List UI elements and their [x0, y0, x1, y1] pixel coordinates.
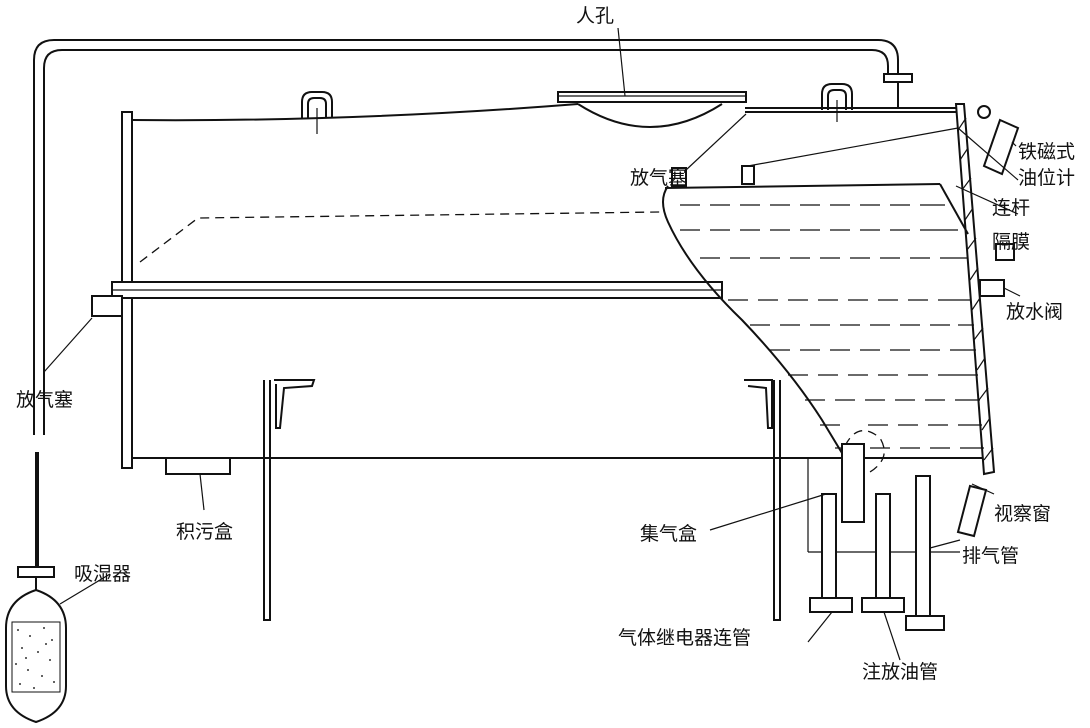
lifting-lugs [301, 83, 853, 134]
label-vent-plug-top: 放气塞 [630, 167, 687, 189]
diaphragm-oil [662, 127, 984, 459]
label-breather: 吸湿器 [74, 563, 131, 585]
label-sight-window: 视察窗 [994, 503, 1051, 525]
breather-pipe [33, 39, 913, 568]
manhole [557, 27, 747, 128]
label-oil-gauge-2: 油位计 [1018, 167, 1075, 189]
oil-fill-drain-pipe [861, 475, 945, 631]
leader-lines [43, 113, 1021, 661]
magnetic-oil-gauge [977, 105, 1020, 176]
label-diaphragm: 隔膜 [992, 231, 1030, 253]
sight-window [956, 484, 988, 538]
label-vent-plug-left: 放气塞 [16, 389, 73, 411]
gas-collector [841, 443, 865, 523]
drain-valve [979, 243, 1015, 297]
label-connecting-rod: 连杆 [992, 197, 1030, 219]
label-gas-collector: 集气盒 [640, 523, 697, 545]
label-oil-fill-drain-pipe: 注放油管 [862, 661, 938, 683]
label-gas-relay-pipe: 气体继电器连管 [618, 627, 751, 649]
label-manhole: 人孔 [576, 5, 614, 27]
sludge-box [165, 457, 231, 475]
label-drain-valve: 放水阀 [1006, 301, 1063, 323]
gas-relay-pipe [809, 493, 853, 613]
label-exhaust-pipe: 排气管 [962, 545, 1019, 567]
gas-pipe-horizontal [91, 281, 723, 317]
label-oil-gauge-1: 铁磁式 [1018, 141, 1075, 163]
breather [5, 566, 67, 724]
label-sludge-box: 积污盒 [176, 521, 233, 543]
dashed-diaphragm-outline [139, 211, 885, 473]
